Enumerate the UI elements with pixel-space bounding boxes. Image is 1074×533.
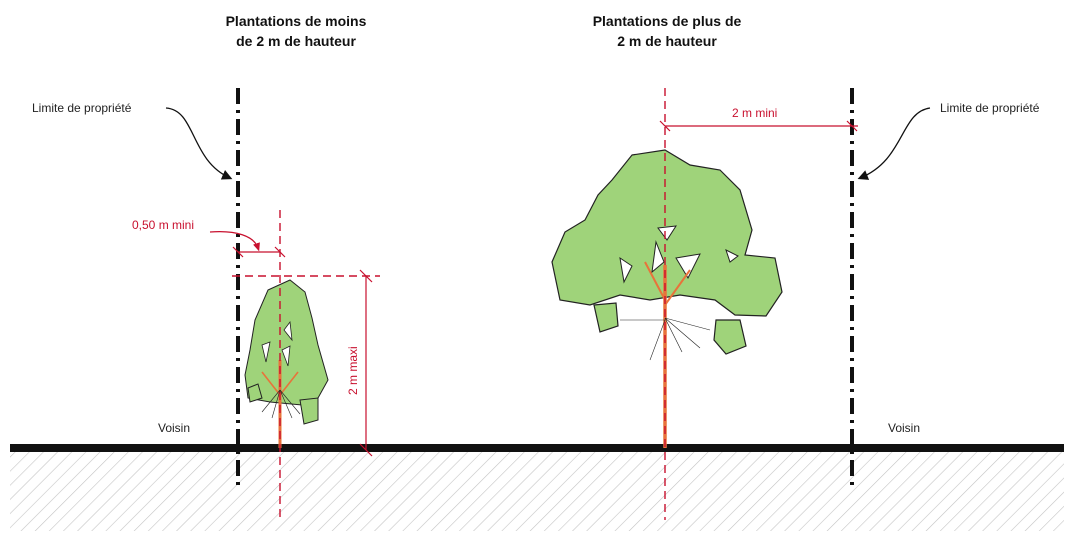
- small-distance-label: 0,50 m mini: [132, 218, 194, 232]
- height-tick-bottom: [359, 443, 373, 457]
- large-distance-tick-left: [659, 120, 671, 132]
- left-neighbor-label: Voisin: [158, 421, 190, 435]
- ground-line: [10, 444, 1064, 452]
- small-distance-tick-right: [274, 246, 286, 258]
- left-limit-label: Limite de propriété: [32, 101, 132, 115]
- ground-hatch: [10, 451, 1064, 531]
- height-tick-top: [359, 269, 373, 283]
- height-label: 2 m maxi: [346, 346, 360, 395]
- large-tree-illustration: [551, 149, 783, 448]
- small-distance-tick-left: [232, 246, 244, 258]
- left-limit-leader: [165, 107, 233, 180]
- left-title-line2: de 2 m de hauteur: [236, 33, 356, 49]
- right-limit-leader: [857, 107, 931, 180]
- small-tree-illustration: [244, 279, 329, 448]
- small-distance-leader: [209, 231, 260, 252]
- left-title-line1: Plantations de moins: [226, 13, 367, 29]
- large-distance-tick-right: [846, 120, 858, 132]
- right-title-line2: 2 m de hauteur: [617, 33, 717, 49]
- right-limit-label: Limite de propriété: [940, 101, 1040, 115]
- right-title-line1: Plantations de plus de: [593, 13, 742, 29]
- large-distance-label: 2 m mini: [732, 106, 777, 120]
- right-neighbor-label: Voisin: [888, 421, 920, 435]
